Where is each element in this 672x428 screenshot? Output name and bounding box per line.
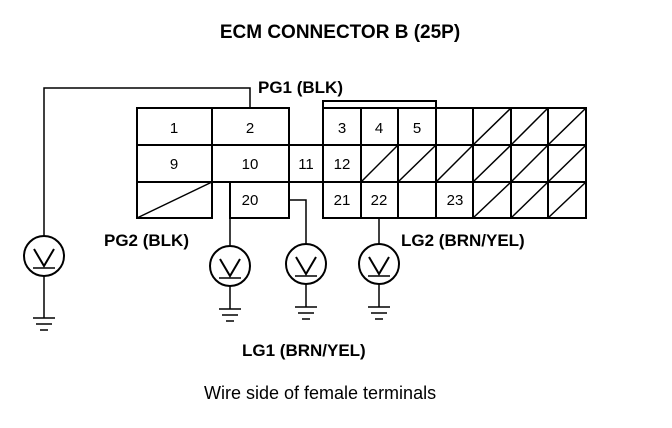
diagram-title: ECM CONNECTOR B (25P) <box>220 22 460 43</box>
pin-1: 1 <box>170 120 178 137</box>
pin-5: 5 <box>413 120 421 137</box>
pin-10: 10 <box>242 156 259 173</box>
voltmeter-lg1 <box>285 243 327 320</box>
voltmeter-left <box>23 235 65 331</box>
pin-21: 21 <box>334 192 351 209</box>
pin-23: 23 <box>447 192 464 209</box>
wires <box>43 87 380 248</box>
pin-20: 20 <box>242 192 259 209</box>
pin-9: 9 <box>170 156 178 173</box>
label-lg2: LG2 (BRN/YEL) <box>401 231 525 250</box>
pin-22: 22 <box>371 192 388 209</box>
pin-12: 12 <box>334 156 351 173</box>
label-pg2: PG2 (BLK) <box>104 231 189 250</box>
pin-11: 11 <box>298 156 314 173</box>
pin-3: 3 <box>338 120 346 137</box>
wire-pg1 <box>43 87 251 236</box>
label-pg1: PG1 (BLK) <box>258 78 343 97</box>
label-lg1: LG1 (BRN/YEL) <box>242 341 366 360</box>
voltmeter-lg2 <box>358 243 400 320</box>
connector-b <box>136 100 587 219</box>
pin-2: 2 <box>246 120 254 137</box>
voltmeter-pg2 <box>209 245 251 322</box>
pin-4: 4 <box>375 120 383 137</box>
wire-lg1 <box>289 199 307 244</box>
caption: Wire side of female terminals <box>204 383 436 403</box>
